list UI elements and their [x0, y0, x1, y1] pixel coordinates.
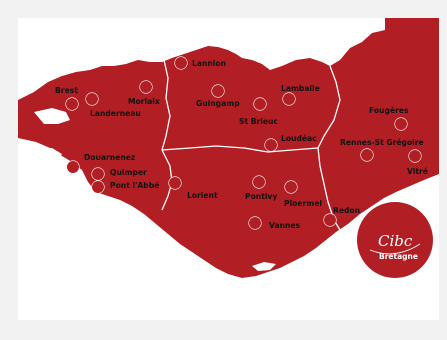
- city-dot: [284, 180, 298, 194]
- city-dot: [85, 92, 99, 106]
- city-pont-l-abbe: Pont l'Abbé: [91, 180, 159, 194]
- city-label: Landerneau: [90, 109, 141, 118]
- city-label: Quimper: [110, 168, 147, 177]
- city-label: St Brieuc: [239, 117, 278, 126]
- city-dot: [248, 216, 262, 230]
- city-loudeac: Loudéac: [264, 134, 317, 152]
- logo-swoosh: [369, 243, 421, 255]
- city-redon: Redon: [323, 206, 360, 227]
- city-dot: [394, 117, 408, 131]
- department-borders: [161, 59, 341, 231]
- city-dot: [323, 213, 337, 227]
- city-brest: Brest: [55, 86, 99, 106]
- city-lamballe: Lamballe: [281, 84, 320, 106]
- city-vitre: Vitré: [407, 149, 428, 176]
- city-dot: [264, 138, 278, 152]
- city-label: Ploermel: [284, 199, 322, 208]
- city-quimper: Quimper: [91, 167, 147, 181]
- city-dot: [168, 176, 182, 190]
- logo-circle: [357, 202, 433, 278]
- city-label: Lamballe: [281, 84, 320, 93]
- city-dot: [360, 148, 374, 162]
- city-vannes: Vannes: [248, 216, 301, 230]
- city-dot: [252, 175, 266, 189]
- logo-wordmark: Cibc: [378, 232, 413, 250]
- city-ploermel: Ploermel: [284, 180, 322, 208]
- city-label: Douarnenez: [84, 153, 136, 162]
- city-dot: [66, 160, 80, 174]
- city-st-brieuc: St Brieuc: [239, 97, 278, 126]
- city-label: Lannion: [192, 59, 226, 68]
- city-landerneau: Landerneau: [65, 97, 141, 118]
- city-dot: [174, 56, 188, 70]
- city-dot: [282, 92, 296, 106]
- city-label: Loudéac: [281, 134, 317, 143]
- city-dot: [91, 180, 105, 194]
- city-label: Fougères: [369, 106, 409, 115]
- city-rennes: Rennes-St Grégoire: [340, 138, 424, 162]
- city-label: Brest: [55, 86, 78, 95]
- city-label: Redon: [333, 206, 360, 215]
- city-label: Pontivy: [245, 192, 277, 201]
- city-lannion: Lannion: [174, 56, 226, 70]
- city-dot: [253, 97, 267, 111]
- city-dot: [91, 167, 105, 181]
- city-dot: [408, 149, 422, 163]
- city-label: Rennes-St Grégoire: [340, 138, 424, 147]
- city-label: Pont l'Abbé: [110, 181, 159, 190]
- city-label: Vannes: [269, 221, 301, 230]
- city-pontivy: Pontivy: [245, 175, 277, 201]
- city-dot: [65, 97, 79, 111]
- city-morlaix: Morlaix: [128, 80, 160, 106]
- city-label: Vitré: [407, 167, 428, 176]
- city-label: Morlaix: [128, 97, 160, 106]
- city-guingamp: Guingamp: [196, 84, 240, 108]
- city-label: Guingamp: [196, 99, 240, 108]
- cibc-bretagne-logo: Cibc Bretagne: [357, 202, 433, 278]
- logo-region: Bretagne: [379, 252, 418, 261]
- city-dot: [211, 84, 225, 98]
- city-label: Lorient: [187, 191, 218, 200]
- city-douarnenez: Douarnenez: [66, 153, 136, 174]
- city-markers: Brest Landerneau Morlaix Lannion Guingam…: [55, 56, 428, 230]
- city-lorient: Lorient: [168, 176, 218, 200]
- map-sea: [18, 18, 439, 320]
- city-fougeres: Fougères: [369, 106, 409, 131]
- city-dot: [139, 80, 153, 94]
